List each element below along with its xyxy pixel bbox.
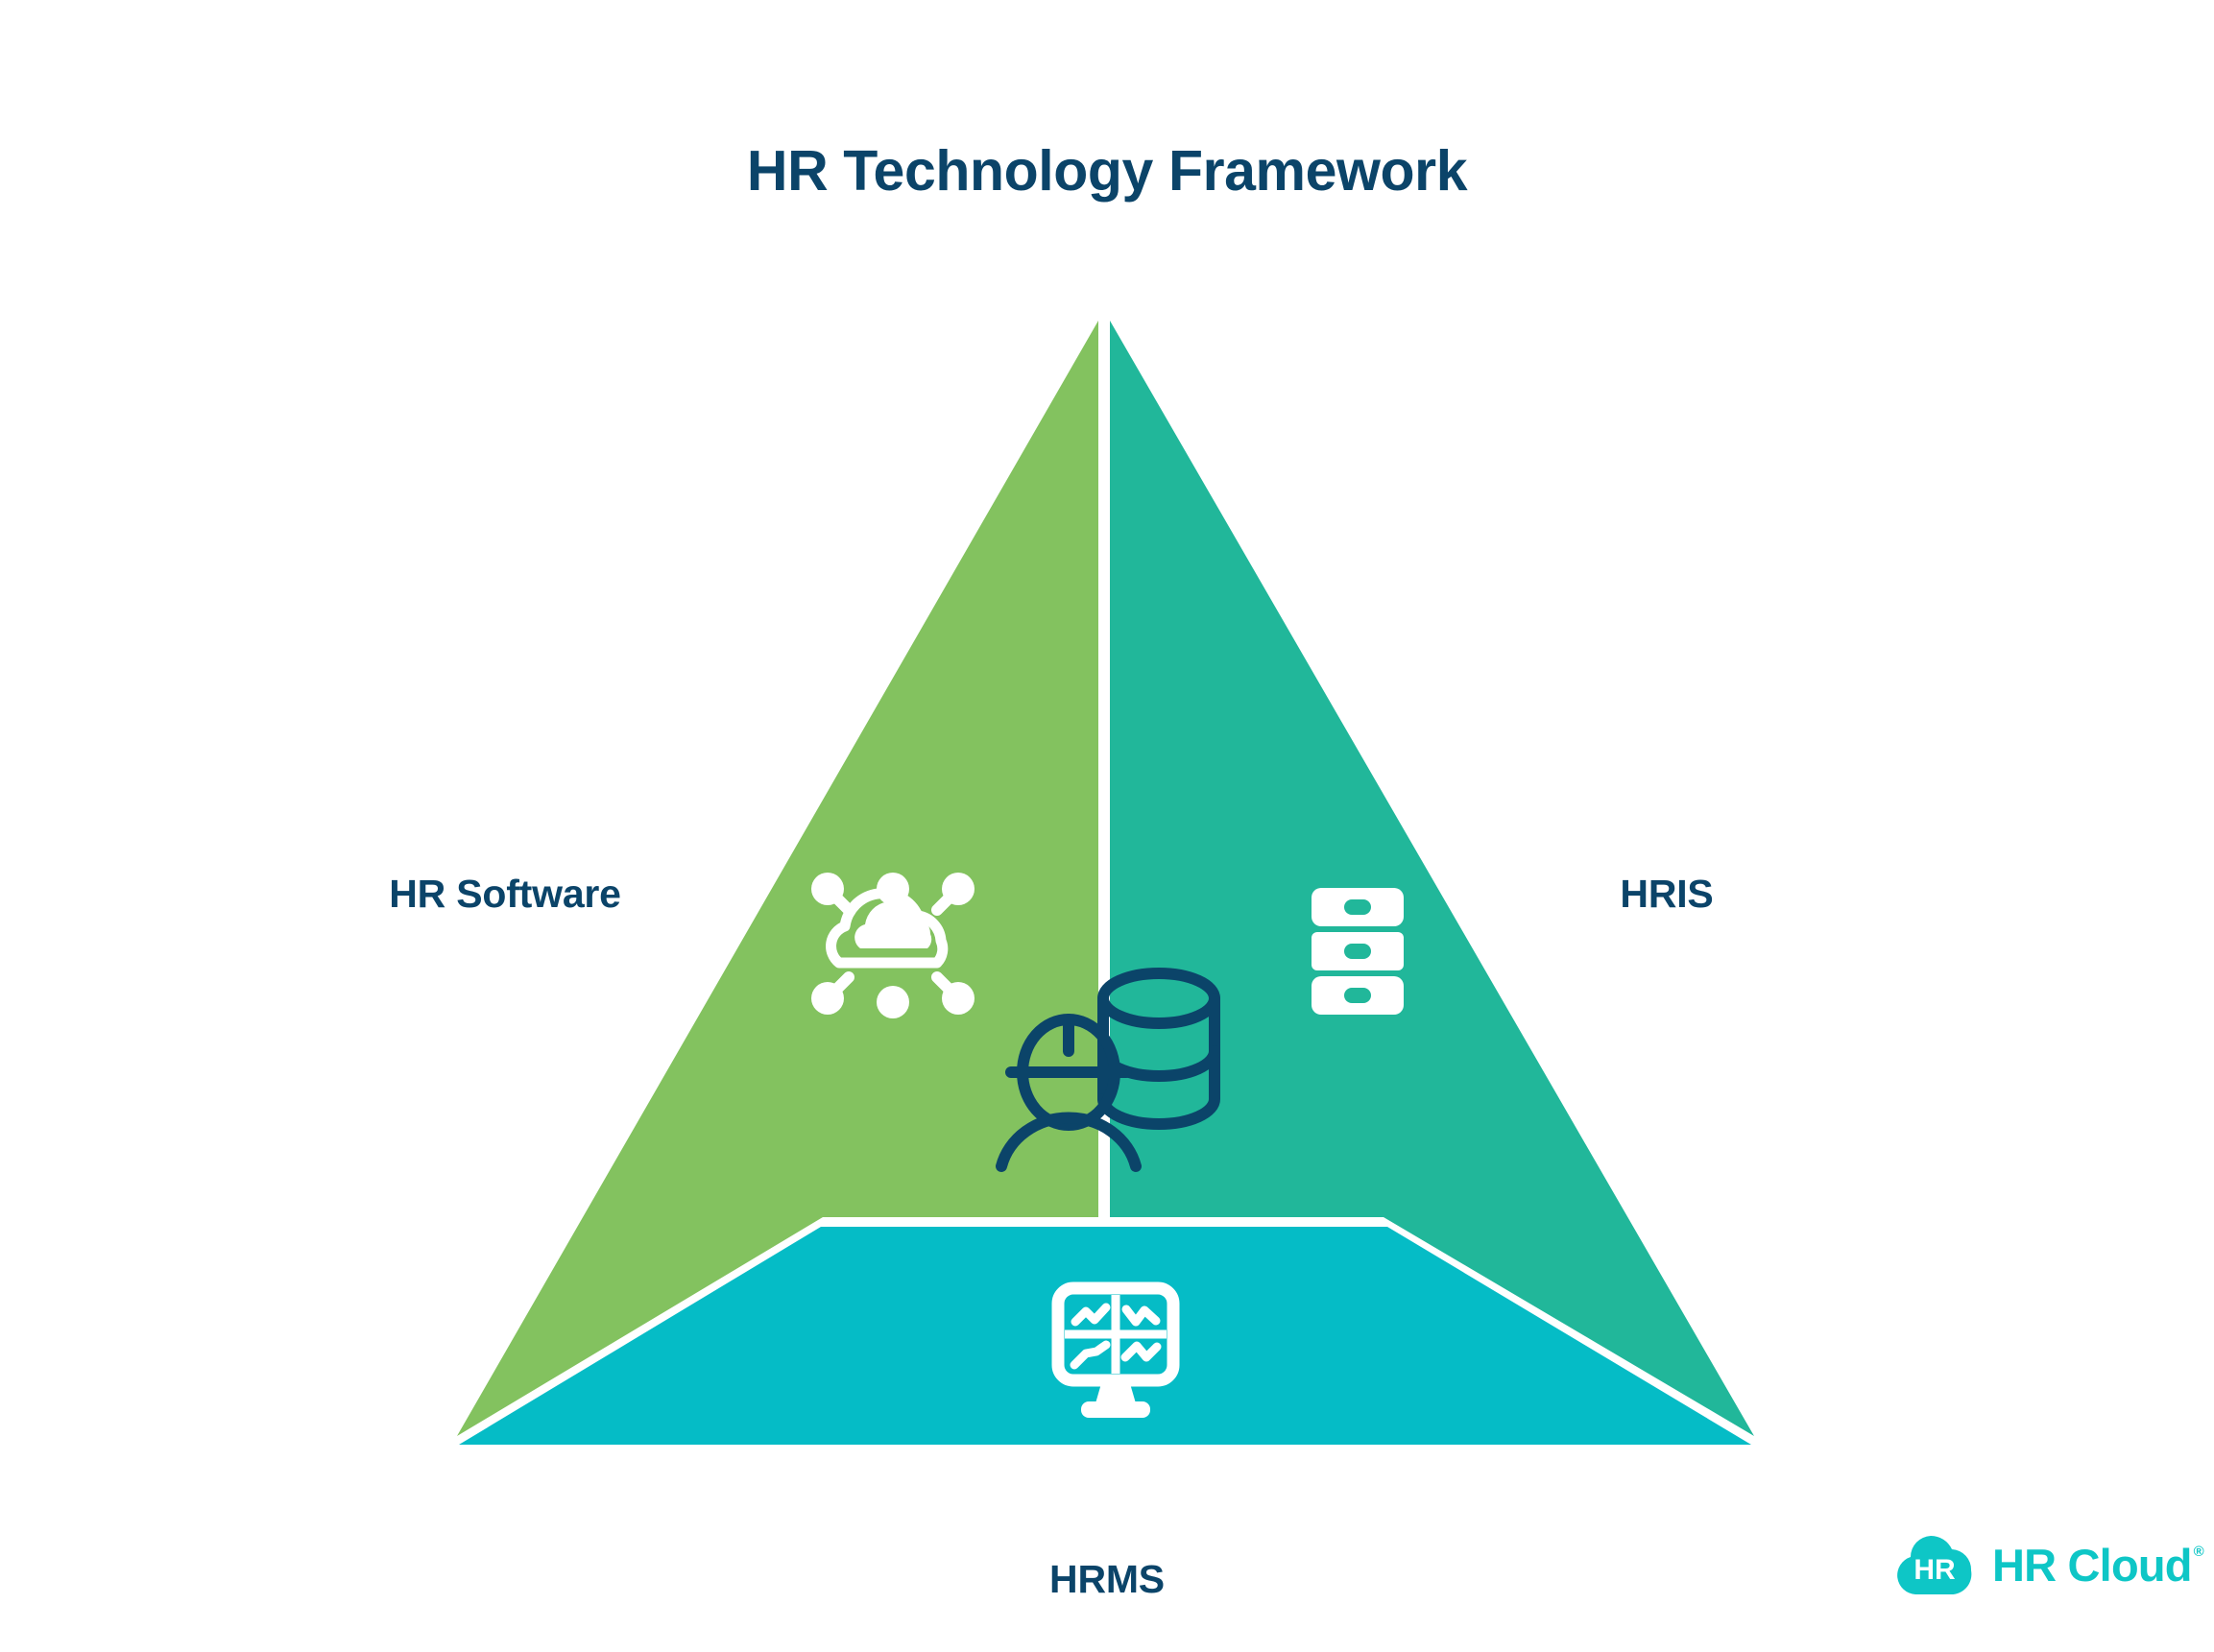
label-hris: HRIS [1620, 872, 1714, 916]
cloud-network-icon [811, 873, 975, 1018]
label-hrms: HRMS [1049, 1557, 1165, 1601]
label-hr-software: HR Software [389, 872, 621, 916]
person-database-icon [996, 968, 1220, 1172]
server-rack-icon [1312, 888, 1404, 1015]
logo-mark-text: HR [1913, 1554, 1956, 1586]
logo-wordmark-text: HR Cloud [1992, 1539, 2192, 1591]
dashboard-monitor-icon [1051, 1281, 1180, 1418]
page-title: HR Technology Framework [746, 139, 1468, 203]
cloud-icon: HR [1896, 1531, 1979, 1598]
triangle-side-left-shape [457, 321, 1098, 1436]
triangle-side-right[interactable] [1110, 321, 1754, 1436]
triangle-side-right-shape [1110, 321, 1754, 1436]
triangle-side-bottom[interactable] [459, 1227, 1751, 1445]
triangle-side-left[interactable] [457, 321, 1098, 1436]
registered-trademark-symbol: ® [2193, 1543, 2204, 1560]
logo-wordmark: HR Cloud® [1992, 1539, 2204, 1591]
hr-cloud-logo[interactable]: HR HR Cloud® [1896, 1523, 2204, 1606]
